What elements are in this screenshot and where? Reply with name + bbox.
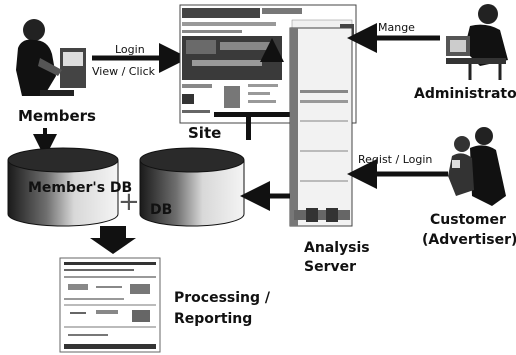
customer-label-line1: Customer [430, 212, 506, 228]
report-document-icon [60, 258, 160, 352]
login-label: Login [115, 43, 145, 56]
members-db-label: Member's DB [28, 180, 132, 196]
analysis-server-label-line2: Server [304, 259, 356, 275]
server-tower-icon [290, 28, 352, 226]
customer-icon [448, 127, 506, 206]
site-server-connector [214, 112, 290, 117]
administrator-icon [446, 4, 508, 80]
plus-sign: + [118, 187, 140, 217]
members-icon [16, 19, 86, 96]
site-label: Site [188, 124, 221, 142]
regist-login-label: Regist / Login [358, 153, 432, 166]
db-label: DB [150, 202, 172, 218]
db-to-report-arrow [90, 226, 136, 254]
analysis-server-label-line1: Analysis [304, 240, 370, 256]
administrator-label: Administrator [414, 86, 516, 102]
view-click-label: View / Click [92, 65, 156, 78]
manage-label: Mange [378, 21, 415, 34]
customer-label-line2: (Advertiser) [422, 232, 516, 248]
members-label: Members [18, 107, 96, 125]
processing-label-line1: Processing / [174, 290, 271, 306]
processing-label-line2: Reporting [174, 311, 252, 327]
